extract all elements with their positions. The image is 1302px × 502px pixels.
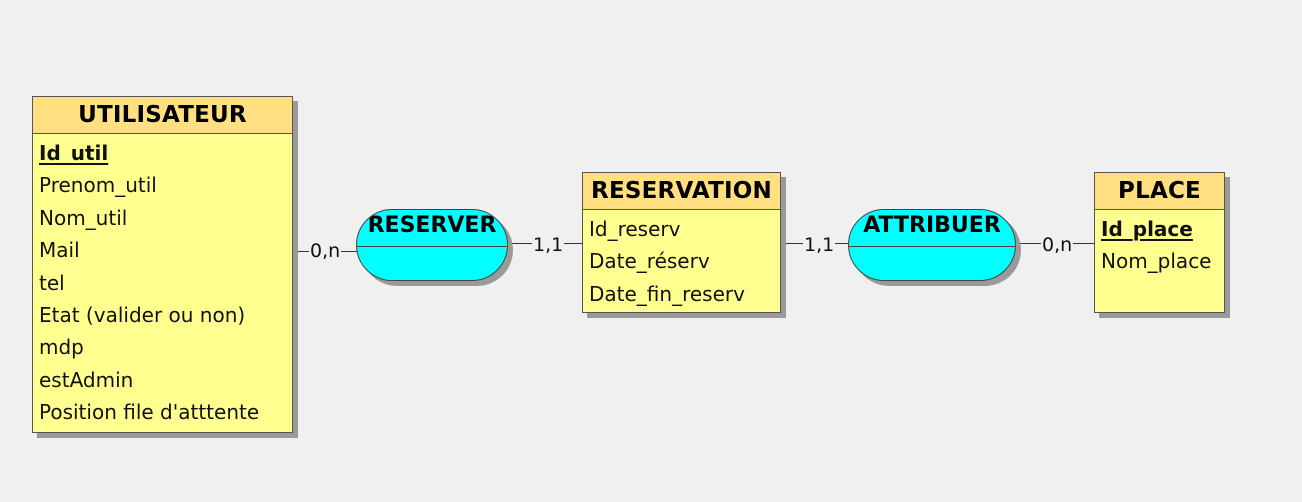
attribute-position-file: Position file d'atttente [39,400,260,425]
attribute-nom-place: Nom_place [1101,249,1212,274]
attribute-id-util: Id_util [39,141,109,165]
association-attribuer-title: ATTRIBUER [863,213,1001,238]
entity-utilisateur[interactable]: UTILISATEUR Id_util Prenom_util Nom_util… [32,96,293,433]
attribute-mdp: mdp [39,335,84,360]
attribute-prenom-util: Prenom_util [39,173,157,198]
attribute-date-fin-reserv: Date_fin_reserv [589,281,745,306]
entity-utilisateur-title: UTILISATEUR [33,97,292,134]
attribute-id-reserv: Id_reserv [589,217,681,241]
entity-place-title: PLACE [1095,173,1224,210]
association-attribuer[interactable]: ATTRIBUER [848,209,1016,281]
cardinality-utilisateur-reserver: 0,n [309,240,342,262]
association-attribuer-divider [849,246,1015,247]
attribute-mail: Mail [39,238,80,263]
cardinality-reserver-reservation: 1,1 [532,234,565,256]
entity-place[interactable]: PLACE Id_place Nom_place [1094,172,1225,313]
association-reserver[interactable]: RESERVER [356,209,508,281]
attribute-nom-util: Nom_util [39,205,128,230]
attribute-tel: tel [39,270,65,295]
cardinality-reservation-attribuer: 1,1 [803,234,836,256]
association-reserver-divider [357,246,507,247]
attribute-id-place: Id_place [1101,217,1193,241]
attribute-estadmin: estAdmin [39,367,134,392]
attribute-etat: Etat (valider ou non) [39,303,246,328]
cardinality-attribuer-place: 0,n [1041,234,1074,256]
entity-reservation[interactable]: RESERVATION Id_reserv Date_réserv Date_f… [582,172,781,313]
attribute-date-reserv: Date_réserv [589,249,710,274]
association-reserver-title: RESERVER [367,213,497,238]
entity-reservation-title: RESERVATION [583,173,780,210]
